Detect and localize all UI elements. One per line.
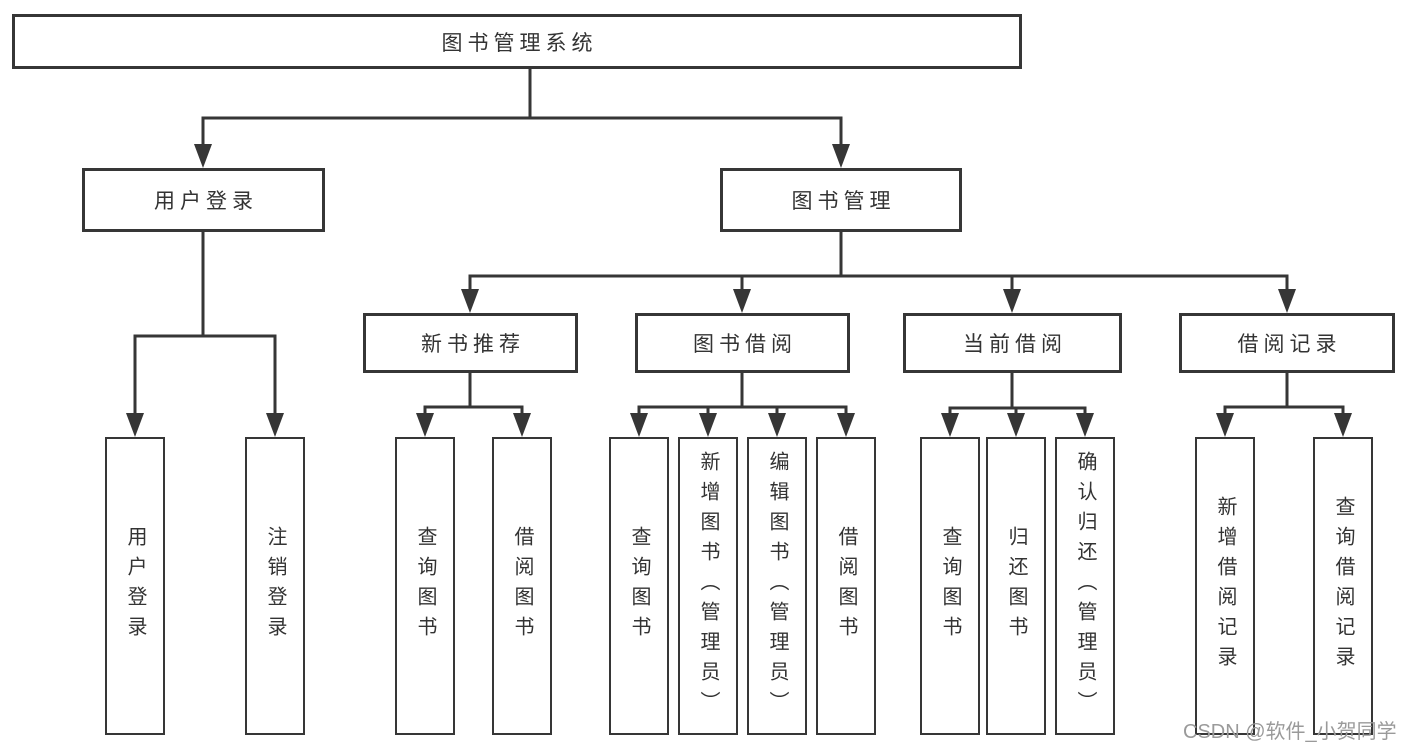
leaf-logout: 注销登录 [245, 437, 305, 735]
node-new-book-recommendation: 新书推荐 [363, 313, 578, 373]
leaf-edit-book-admin: 编辑图书（管理员） [747, 437, 807, 735]
node-book-management: 图书管理 [720, 168, 962, 232]
leaf-add-book-admin-label: 新增图书（管理员） [697, 451, 719, 721]
leaf-user-login-label: 用户登录 [124, 526, 146, 646]
leaf-query-books-1: 查询图书 [395, 437, 455, 735]
leaf-borrow-books-2-label: 借阅图书 [835, 526, 857, 646]
leaf-add-book-admin: 新增图书（管理员） [678, 437, 738, 735]
leaf-borrow-books-1: 借阅图书 [492, 437, 552, 735]
leaf-query-books-1-label: 查询图书 [414, 526, 436, 646]
leaf-query-books-3-label: 查询图书 [939, 526, 961, 646]
node-book-management-label: 图书管理 [791, 190, 896, 213]
node-root: 图书管理系统 [12, 14, 1022, 69]
node-current-borrowing: 当前借阅 [903, 313, 1122, 373]
leaf-edit-book-admin-label: 编辑图书（管理员） [766, 451, 788, 721]
leaf-query-borrow-record: 查询借阅记录 [1313, 437, 1373, 735]
leaf-query-books-2: 查询图书 [609, 437, 669, 735]
leaf-return-books: 归还图书 [986, 437, 1046, 735]
watermark: CSDN @软件_小贺同学 [1183, 721, 1397, 743]
node-book-borrowing: 图书借阅 [635, 313, 850, 373]
leaf-user-login: 用户登录 [105, 437, 165, 735]
node-root-label: 图书管理系统 [441, 31, 598, 55]
node-borrowing-records: 借阅记录 [1179, 313, 1395, 373]
node-borrowing-records-label: 借阅记录 [1237, 333, 1342, 356]
node-book-borrowing-label: 图书借阅 [693, 333, 797, 356]
leaf-return-books-label: 归还图书 [1005, 526, 1027, 646]
leaf-query-books-3: 查询图书 [920, 437, 980, 735]
node-user-login-label: 用户登录 [154, 190, 258, 213]
leaf-borrow-books-1-label: 借阅图书 [511, 526, 533, 646]
leaf-borrow-books-2: 借阅图书 [816, 437, 876, 735]
leaf-logout-label: 注销登录 [264, 526, 286, 646]
node-current-borrowing-label: 当前借阅 [963, 333, 1067, 356]
leaf-confirm-return-admin: 确认归还（管理员） [1055, 437, 1115, 735]
leaf-confirm-return-admin-label: 确认归还（管理员） [1074, 451, 1096, 721]
leaf-query-borrow-record-label: 查询借阅记录 [1332, 496, 1354, 676]
node-new-book-recommendation-label: 新书推荐 [421, 333, 525, 356]
node-user-login: 用户登录 [82, 168, 325, 232]
leaf-query-books-2-label: 查询图书 [628, 526, 650, 646]
leaf-add-borrow-record: 新增借阅记录 [1195, 437, 1255, 735]
leaf-add-borrow-record-label: 新增借阅记录 [1214, 496, 1236, 676]
